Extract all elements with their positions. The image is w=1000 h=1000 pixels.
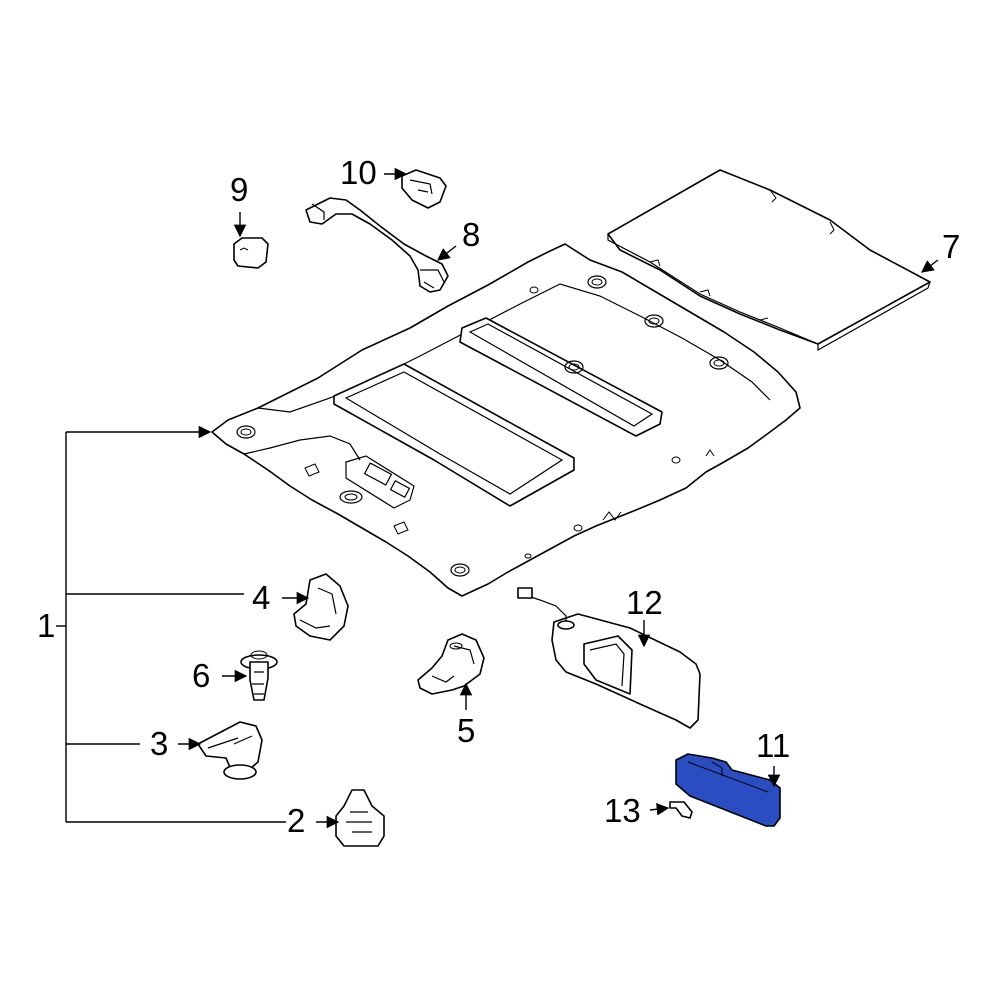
callout-7: 7: [942, 228, 960, 265]
part-12-sun-visor: [517, 587, 701, 729]
part-3-elbow-clip: [197, 721, 263, 780]
callout-6: 6: [192, 657, 210, 694]
part-5-visor-bracket: [417, 633, 485, 695]
clip-holes: [236, 275, 729, 577]
console-opening: [339, 455, 415, 509]
sunroof-opening: [333, 363, 575, 507]
part-11-highlighted: [675, 753, 781, 827]
callout-12: 12: [626, 584, 663, 621]
part-13-clip: [669, 801, 693, 819]
part-7-panel: [607, 169, 931, 352]
part-8-grab-handle: [305, 197, 449, 293]
callout-labels: 1 2 3 4 5 6 7 8 9 10 11 12 13: [37, 154, 960, 839]
callout-11: 11: [756, 727, 790, 764]
callout-10: 10: [340, 154, 377, 191]
callout-2: 2: [287, 802, 305, 839]
part-9-clip-cover: [233, 237, 269, 269]
headliner: [211, 243, 801, 597]
leader-lines: [56, 167, 939, 829]
callout-3: 3: [150, 725, 168, 762]
callout-1: 1: [37, 607, 55, 644]
part-6-push-pin: [240, 650, 278, 701]
rear-recess: [459, 317, 663, 437]
part-10-bracket: [401, 169, 447, 209]
part-2-clip: [335, 789, 385, 847]
callout-13: 13: [604, 792, 641, 829]
callout-9: 9: [230, 171, 248, 208]
callout-5: 5: [457, 712, 475, 749]
callout-4: 4: [252, 579, 270, 616]
part-4-hook: [293, 573, 349, 641]
part-11-body: [675, 753, 781, 827]
callout-8: 8: [462, 216, 480, 253]
